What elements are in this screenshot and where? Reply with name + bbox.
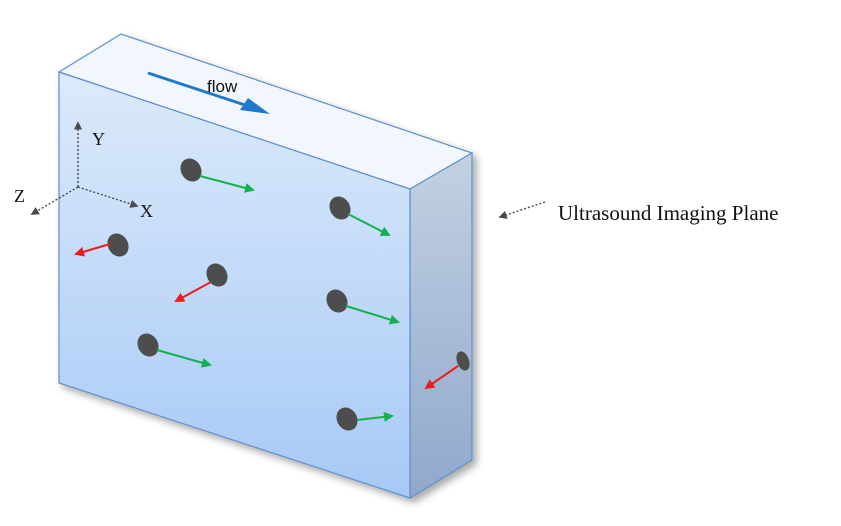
velocity-arrow-out-of-plane	[74, 243, 111, 257]
particle	[329, 196, 351, 220]
flow-label: flow	[207, 77, 238, 96]
axis-z-line	[30, 186, 79, 215]
particle	[180, 158, 202, 182]
particle-out-of-plane	[424, 351, 470, 390]
particle-out-of-plane	[174, 263, 228, 302]
particle-in-plane	[329, 196, 391, 236]
particle-in-plane	[336, 407, 394, 431]
particle	[206, 263, 228, 287]
flow-arrow	[147, 71, 255, 110]
imaging-plane-label: Ultrasound Imaging Plane	[558, 201, 778, 225]
flow-arrow-head	[240, 98, 270, 114]
box-front-face	[58, 71, 411, 499]
flow-indicator: flow	[147, 71, 270, 114]
particle	[456, 351, 470, 371]
velocity-arrow-in-plane	[199, 175, 255, 193]
axis-y-label: Y	[92, 129, 105, 149]
particles	[74, 158, 470, 431]
velocity-arrow-out-of-plane	[424, 365, 459, 390]
particle-out-of-plane	[74, 233, 129, 257]
velocity-arrow-out-of-plane	[174, 281, 212, 302]
axis-z-label: Z	[14, 186, 25, 206]
particle	[137, 333, 159, 357]
particle	[326, 289, 348, 313]
tissue-box	[57, 33, 474, 500]
particle	[336, 407, 358, 431]
coordinate-axes: Y X Z	[14, 121, 153, 221]
particle	[107, 233, 129, 257]
particle-in-plane	[137, 333, 212, 368]
velocity-arrow-in-plane	[345, 305, 400, 325]
box-side-face	[409, 151, 473, 500]
velocity-arrow-in-plane	[347, 213, 391, 236]
axis-x-label: X	[140, 201, 153, 221]
particle-in-plane	[326, 289, 400, 325]
callout-leader	[498, 201, 546, 219]
velocity-arrow-in-plane	[356, 411, 394, 422]
particle-in-plane	[180, 158, 255, 193]
imaging-plane-callout: Ultrasound Imaging Plane	[498, 201, 778, 225]
velocity-arrow-in-plane	[156, 349, 212, 368]
